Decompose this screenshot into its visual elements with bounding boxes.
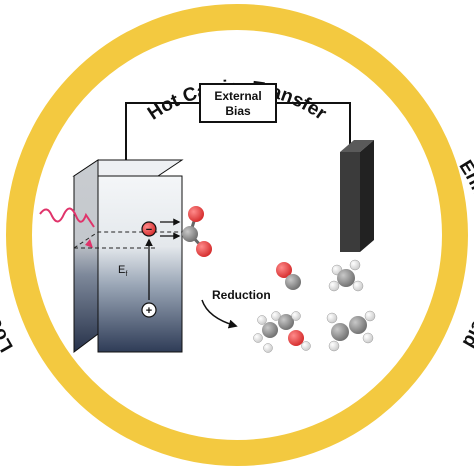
bias-label-line2: Bias <box>225 104 251 118</box>
counter-electrode <box>340 140 374 252</box>
circuit-wire-left <box>125 102 200 168</box>
fermi-level-label: Ef <box>118 264 127 278</box>
hole-icon <box>141 302 157 318</box>
outer-ring <box>6 4 468 466</box>
electron-icon <box>141 221 157 237</box>
co-molecule-icon <box>276 262 301 290</box>
electron-sign: − <box>146 224 152 236</box>
methane-molecule-icon <box>328 259 364 292</box>
photon-wave-icon <box>39 207 95 228</box>
photon-arrow-icon <box>85 239 93 248</box>
ethylene-molecule-icon <box>326 310 376 352</box>
bias-label-line1: External <box>214 89 261 103</box>
hole-sign: + <box>146 305 152 317</box>
reduction-label: Reduction <box>212 288 271 302</box>
semiconductor-block <box>72 159 184 353</box>
co2-molecule-icon <box>182 206 212 257</box>
circuit-wire-right <box>276 102 351 147</box>
ethanol-molecule-icon <box>253 311 311 353</box>
reduction-arrow <box>201 299 238 329</box>
external-bias-box: External Bias <box>199 83 277 123</box>
electron-hole-pair: + − <box>141 218 181 318</box>
